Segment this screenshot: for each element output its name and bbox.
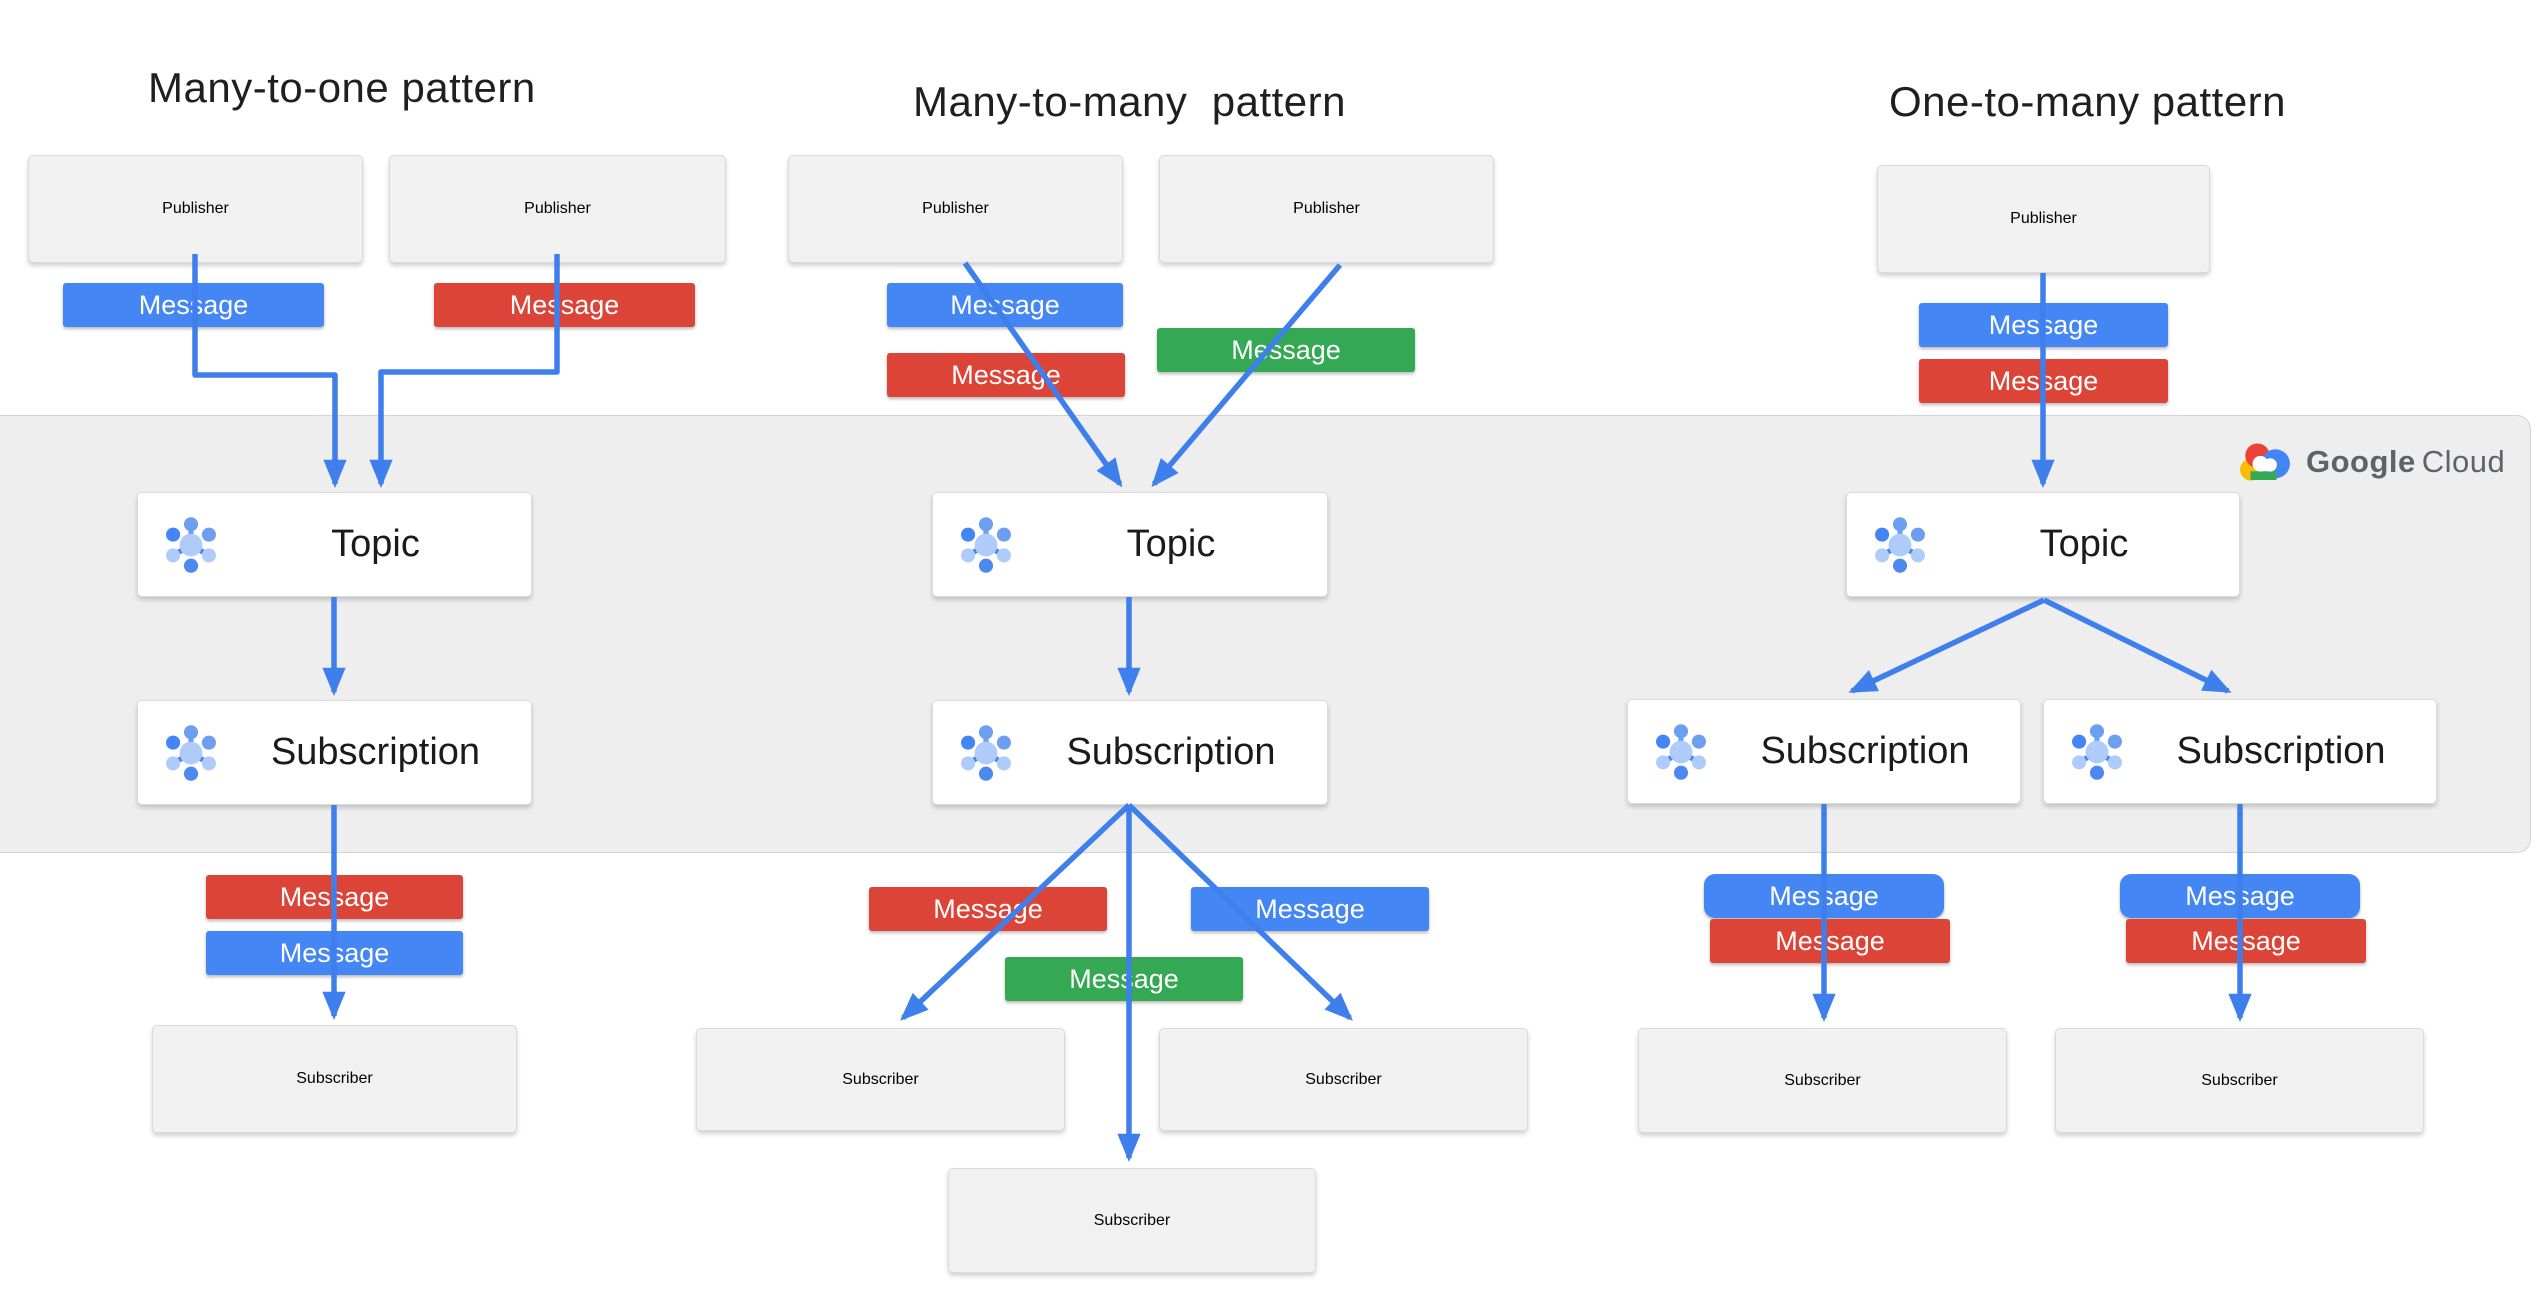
message-chip-green: Message (1005, 957, 1243, 1001)
google-cloud-cloud-icon (2240, 443, 2290, 481)
message-chip-blue: Message (1919, 303, 2168, 347)
subscription-box: Subscription (932, 700, 1328, 805)
message-chip-red: Message (2126, 919, 2366, 963)
publisher-box: Publisher (28, 155, 363, 263)
google-text: Google (2306, 444, 2416, 479)
pubsub-subscription-icon (961, 724, 1011, 781)
publisher-box: Publisher (788, 155, 1123, 263)
pubsub-topic-icon (166, 516, 216, 573)
subscriber-box: Subscriber (1638, 1028, 2007, 1133)
message-chip-red: Message (869, 887, 1107, 931)
topic-label: Topic (331, 523, 420, 565)
title-one-to-many: One-to-many pattern (1889, 78, 2287, 125)
topic-label: Topic (1126, 523, 1216, 565)
message-chip-blue: Message (63, 283, 324, 327)
message-chip-green: Message (1157, 328, 1415, 372)
publisher-box: Publisher (1159, 155, 1494, 263)
pubsub-subscription-icon (1656, 723, 1706, 780)
subscription-box: Subscription (137, 700, 532, 805)
message-chip-blue: Message (206, 931, 463, 975)
subscription-box: Subscription (1627, 699, 2021, 804)
message-chip-blue: Message (887, 283, 1123, 327)
message-chip-blue: Message (1191, 887, 1429, 931)
cloud-text: Cloud (2421, 444, 2506, 479)
message-chip-blue: Message (2120, 874, 2360, 918)
topic-box: Topic (1846, 492, 2240, 597)
message-chip-red: Message (206, 875, 463, 919)
subscription-box: Subscription (2043, 699, 2437, 804)
publisher-box: Publisher (389, 155, 726, 263)
message-chip-red: Message (1710, 919, 1950, 963)
pubsub-subscription-icon (166, 724, 216, 781)
title-many-to-many: Many-to-many pattern (913, 78, 1347, 125)
subscription-label: Subscription (1760, 730, 1970, 772)
topic-label: Topic (2039, 523, 2129, 565)
message-chip-blue: Message (1704, 874, 1944, 918)
pubsub-topic-icon (961, 516, 1011, 573)
subscriber-box: Subscriber (948, 1168, 1316, 1273)
message-chip-red: Message (1919, 359, 2168, 403)
pubsub-subscription-icon (2072, 723, 2122, 780)
pubsub-topic-icon (1875, 516, 1925, 573)
topic-box: Topic (932, 492, 1328, 597)
subscription-label: Subscription (2176, 730, 2386, 772)
message-chip-red: Message (434, 283, 695, 327)
topic-box: Topic (137, 492, 532, 597)
publisher-box: Publisher (1877, 165, 2210, 273)
subscriber-box: Subscriber (696, 1028, 1065, 1131)
message-chip-red: Message (887, 353, 1125, 397)
subscriber-box: Subscriber (152, 1025, 517, 1133)
subscription-label: Subscription (1066, 731, 1276, 773)
subscriber-box: Subscriber (2055, 1028, 2424, 1133)
title-many-to-one: Many-to-one pattern (148, 64, 536, 111)
subscription-label: Subscription (270, 731, 481, 773)
subscriber-box: Subscriber (1159, 1028, 1528, 1131)
